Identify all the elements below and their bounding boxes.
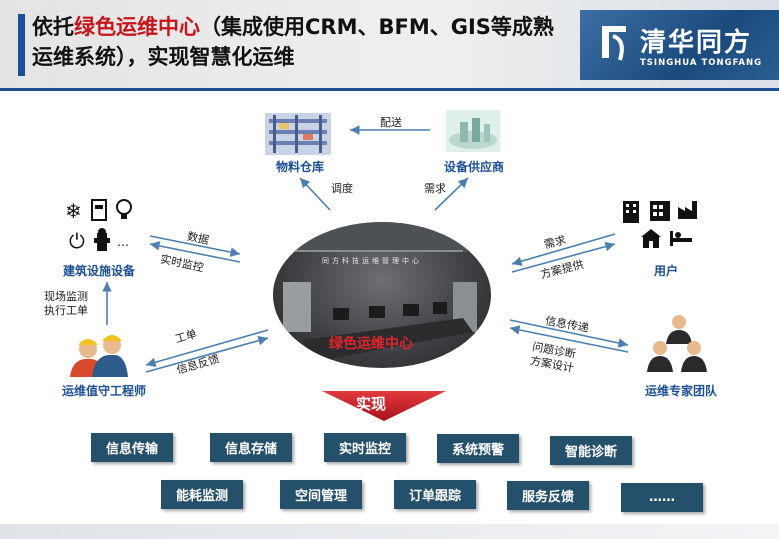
hotel-icon [650,201,670,221]
lightbulb-icon [116,199,132,219]
facilities-label: 建筑设施设备 [63,264,136,278]
function-space-management[interactable]: 空间管理 [280,480,362,509]
more-icon: … [117,235,129,249]
realize-banner-text: 实现 [356,395,387,413]
function-service-feedback[interactable]: 服务反馈 [507,481,589,510]
logo-english: TSINGHUA TONGFANG [640,58,763,68]
arrow-center-to-warehouse [299,177,331,211]
footer-bar [0,524,779,539]
hospital-bed-icon [670,231,692,246]
function-energy-monitor[interactable]: 能耗监测 [161,480,243,509]
arrow-users-to-center [511,233,616,266]
function-order-tracking[interactable]: 订单跟踪 [394,480,476,509]
arrow-center-to-facilities [149,241,241,263]
office-building-icon [623,201,639,223]
function-more[interactable]: …… [621,483,703,512]
arrow-center-to-experts [509,319,629,348]
operations-center-photo: 同方科技运维管理中心 [273,222,491,368]
fire-hydrant-icon [94,228,110,251]
facilities-icons: ❄ ⏻ … [63,197,143,257]
function-system-alert[interactable]: 系统预警 [437,434,519,463]
edge-label-delivery: 配送 [380,116,402,129]
snowflake-icon: ❄ [65,199,82,223]
arrow-center-to-supplier [434,177,469,211]
arrow-center-to-users [511,241,616,273]
power-icon: ⏻ [69,229,85,253]
engineer-image [70,335,128,377]
header-divider [0,88,779,91]
meter-icon [91,199,107,221]
arrow-facilities-to-center [149,235,241,257]
users-label: 用户 [654,264,679,278]
experts-label: 运维专家团队 [645,384,718,398]
title-highlight: 绿色运维中心 [74,15,200,39]
realize-banner-shape [322,391,446,421]
title-line1-rest: （集成使用CRM、BFM、GIS等成熟 [200,15,554,39]
warehouse-image [265,113,331,155]
center-label: 绿色运维中心 [329,336,413,352]
factory-icon [678,201,697,219]
edge-label-onsite-line1: 现场监测 [44,290,88,303]
logo-chinese: 清华同方 [640,28,753,58]
company-logo: 清华同方 TSINGHUA TONGFANG [580,10,779,80]
header: 依托绿色运维中心（集成使用CRM、BFM、GIS等成熟 运维系统），实现智慧化运… [0,0,779,88]
school-icon [641,229,661,248]
control-room-illustration [273,222,491,362]
arrow-experts-to-center [509,325,629,353]
function-info-storage[interactable]: 信息存储 [210,433,292,462]
users-icons [621,195,703,253]
edge-label-demand-top: 需求 [424,182,446,195]
edge-label-dispatch: 调度 [331,182,353,195]
supplier-image [446,110,500,152]
logo-mark-icon [602,26,626,61]
center-wall-sign: 同方科技运维管理中心 [322,257,422,265]
experts-image [647,315,707,372]
edge-label-onsite-line2: 执行工单 [44,304,88,317]
function-realtime-monitor[interactable]: 实时监控 [324,433,406,462]
supplier-label: 设备供应商 [444,160,505,174]
header-accent-bar [18,14,25,76]
title-line2: 运维系统），实现智慧化运维 [32,45,295,69]
title-prefix: 依托 [32,15,74,39]
page-title: 依托绿色运维中心（集成使用CRM、BFM、GIS等成熟 运维系统），实现智慧化运… [32,12,592,72]
arrow-center-to-engineer [145,329,269,367]
function-smart-diagnosis[interactable]: 智能诊断 [550,436,632,465]
engineer-label: 运维值守工程师 [62,384,147,398]
arrow-engineer-to-center [145,335,269,373]
warehouse-label: 物料仓库 [276,160,325,174]
function-info-transmission[interactable]: 信息传输 [91,433,173,462]
